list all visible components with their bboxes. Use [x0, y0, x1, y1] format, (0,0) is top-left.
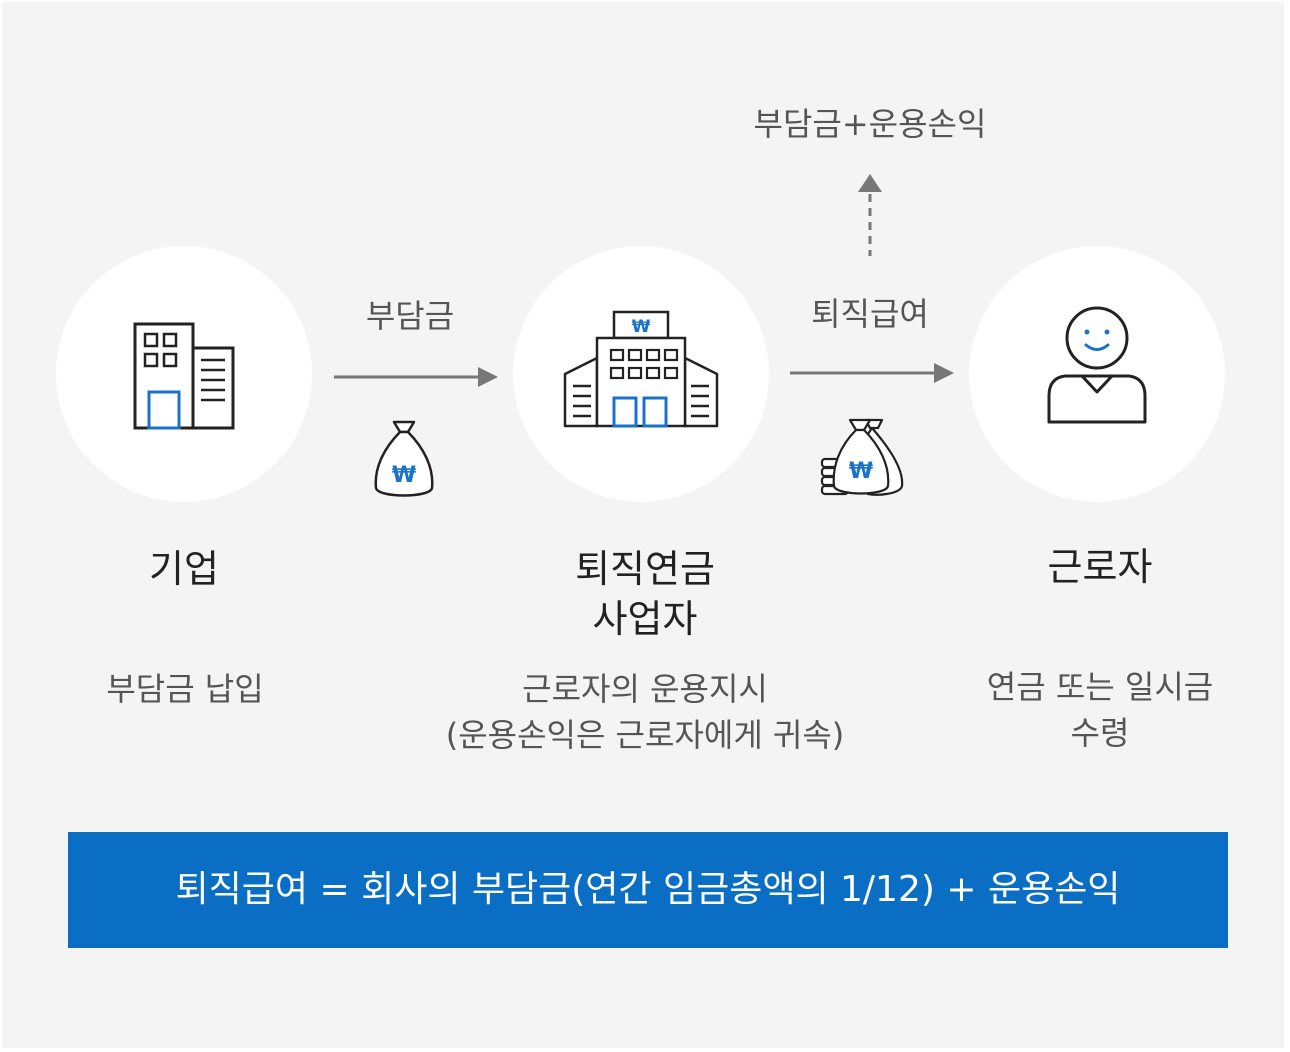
formula-banner: 퇴직급여 = 회사의 부담금(연간 임금총액의 1/12) + 운용손익 [68, 832, 1228, 948]
worker-description-line2: 수령 [1070, 714, 1130, 752]
provider-title-line2: 사업자 [592, 597, 698, 641]
won-sign-2: ₩ [849, 459, 873, 484]
provider-description-line2: (운용손익은 근로자에게 귀속) [445, 716, 845, 754]
worker-description-line1: 연금 또는 일시금 [986, 668, 1214, 706]
money-bag-icon: ₩ [374, 420, 434, 497]
right-arrow-label: 퇴직급여 [811, 295, 929, 333]
top-label: 부담금+운용손익 [753, 105, 987, 143]
company-description: 부담금 납입 [106, 670, 264, 708]
pension-provider-circle: ₩ [513, 246, 769, 502]
worker-title: 근로자 [1047, 545, 1153, 589]
bank-building-icon: ₩ [563, 310, 719, 428]
right-arrow-2 [790, 363, 954, 383]
worker-circle [969, 246, 1225, 502]
person-icon [1047, 306, 1147, 424]
provider-title-line1: 퇴직연금 [575, 547, 715, 591]
company-circle [56, 246, 312, 502]
left-arrow-label: 부담금 [365, 297, 455, 335]
money-bags-coins-icon: ₩ [820, 418, 904, 496]
provider-description-line1: 근로자의 운용지시 [522, 670, 768, 708]
won-sign-1: ₩ [392, 463, 416, 488]
dashed-up-arrow [858, 174, 882, 256]
company-title: 기업 [149, 547, 219, 591]
won-sign-bank: ₩ [632, 317, 651, 337]
right-arrow-1 [334, 367, 498, 387]
office-building-icon [133, 322, 235, 430]
